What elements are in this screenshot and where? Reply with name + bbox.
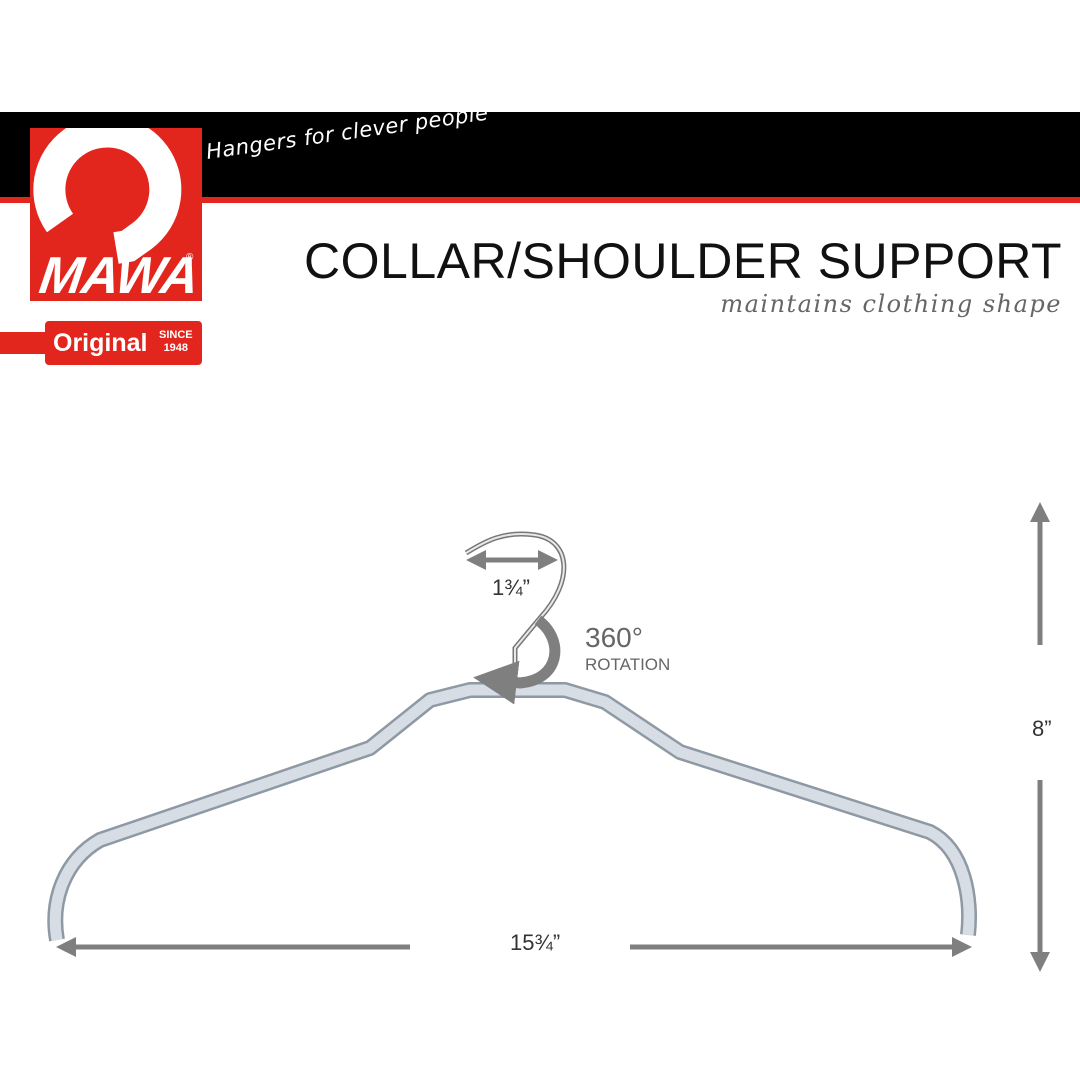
rotation-degrees: 360° <box>585 622 643 653</box>
rotation-arrow <box>473 615 561 705</box>
page-subtitle: maintains clothing shape <box>720 290 1062 318</box>
badge-since-label: SINCE <box>159 329 193 341</box>
registered-mark: ® <box>186 252 194 263</box>
height-label: 8” <box>1032 716 1052 741</box>
hook <box>464 531 567 688</box>
page-title: COLLAR/SHOULDER SUPPORT <box>304 233 1062 289</box>
original-badge: Original SINCE 1948 <box>45 321 202 365</box>
rotation-label: ROTATION <box>585 655 671 674</box>
hook-width-label: 1¾” <box>492 575 530 600</box>
width-label: 15¾” <box>510 930 561 955</box>
hanger <box>47 682 978 942</box>
mawa-logo <box>30 115 202 301</box>
badge-since: SINCE 1948 <box>159 329 193 355</box>
badge-year: 1948 <box>163 342 189 354</box>
header-red-line <box>0 197 1080 203</box>
badge-strip <box>0 332 50 354</box>
hook-logo-icon <box>33 115 182 264</box>
badge-word: Original <box>53 329 148 357</box>
